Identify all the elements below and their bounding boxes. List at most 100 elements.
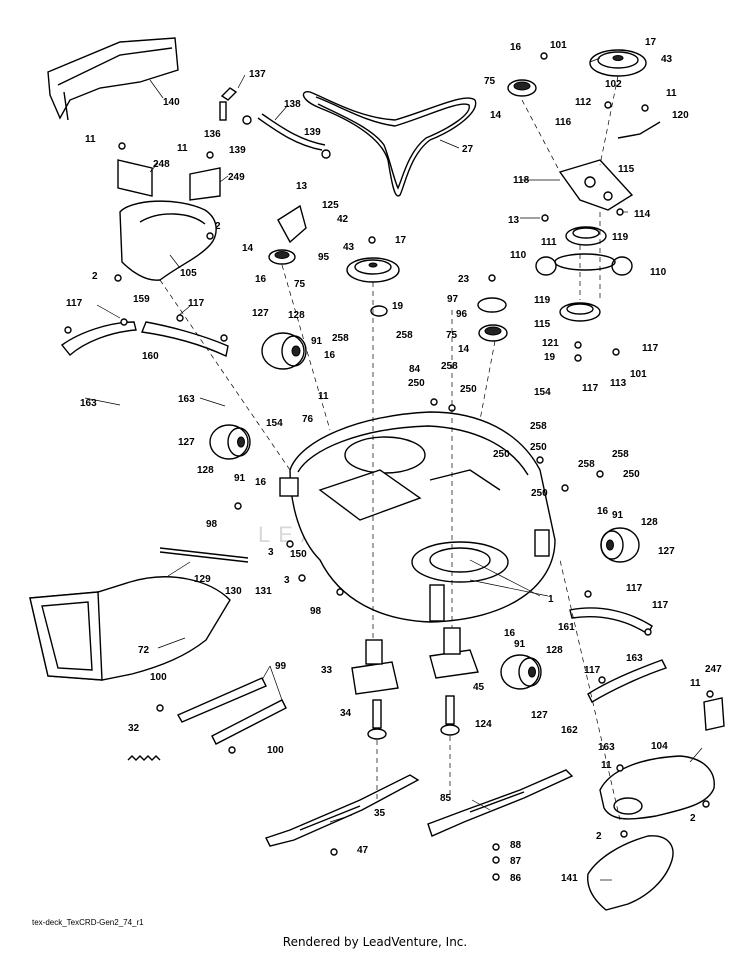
callout-137: 137 xyxy=(249,69,266,80)
callout-139-right: 139 xyxy=(304,127,321,138)
callout-98-lower: 98 xyxy=(310,606,322,617)
callout-101-bottom: 101 xyxy=(630,369,647,380)
callout-118: 118 xyxy=(513,175,530,186)
shield-141[interactable] xyxy=(587,835,674,911)
gear-119-bottom[interactable] xyxy=(559,302,601,322)
spindle-pulley-43-center[interactable] xyxy=(346,257,400,283)
drive-belt-27[interactable] xyxy=(302,91,477,197)
callout-128-right: 128 xyxy=(641,517,658,528)
spindle-housing-45[interactable] xyxy=(429,627,479,679)
callout-34: 34 xyxy=(340,708,352,719)
baffle-162[interactable] xyxy=(587,659,667,703)
callout-128-upper: 128 xyxy=(288,310,305,321)
gear-110-right[interactable] xyxy=(611,256,633,276)
belt-guard-140[interactable] xyxy=(47,37,179,121)
callout-115-top: 115 xyxy=(618,164,635,175)
idler-pulley-75-top[interactable] xyxy=(507,79,537,97)
callout-250-d: 250 xyxy=(493,449,510,460)
callout-98-upper: 98 xyxy=(206,519,218,530)
callout-33: 33 xyxy=(321,665,333,676)
callout-14-mid: 14 xyxy=(458,344,470,355)
callout-129: 129 xyxy=(194,574,211,585)
callout-114: 114 xyxy=(634,209,651,220)
gauge-wheel-128-right[interactable] xyxy=(600,527,640,563)
callout-16-center: 16 xyxy=(255,274,267,285)
callout-250-e: 250 xyxy=(623,469,640,480)
gauge-wheel-128-lower[interactable] xyxy=(500,654,542,690)
callout-110-left: 110 xyxy=(510,250,527,261)
callout-14-center: 14 xyxy=(242,243,254,254)
callout-117-right: 117 xyxy=(642,343,659,354)
callout-43-center: 43 xyxy=(343,242,355,253)
callout-160: 160 xyxy=(142,351,159,362)
idler-pulley-43-top[interactable] xyxy=(589,49,647,77)
callout-128-left: 128 xyxy=(197,465,214,476)
callout-117-baffle-left: 117 xyxy=(66,298,83,309)
baffle-161[interactable] xyxy=(569,607,653,636)
callout-163-mid-right: 163 xyxy=(626,653,643,664)
spindle-shaft-124[interactable] xyxy=(440,695,460,736)
callout-120: 120 xyxy=(672,110,689,121)
callout-102: 102 xyxy=(605,79,622,90)
grease-fitting-136-137[interactable] xyxy=(219,87,238,121)
render-credit: Rendered by LeadVenture, Inc. xyxy=(282,935,468,949)
callout-16-right-wheel: 16 xyxy=(597,506,609,517)
callout-117-baffle-162: 117 xyxy=(584,665,601,676)
spring-32[interactable] xyxy=(127,755,161,761)
callout-75-center: 75 xyxy=(294,279,306,290)
spindle-housing-33[interactable] xyxy=(351,639,399,695)
spindle-shaft-34[interactable] xyxy=(367,699,387,740)
callout-19-right: 19 xyxy=(544,352,556,363)
callout-104: 104 xyxy=(651,741,668,752)
gear-119-top[interactable] xyxy=(565,226,607,246)
gear-belt-111[interactable] xyxy=(554,253,616,271)
bearing-19-center[interactable] xyxy=(370,305,388,317)
callout-42: 42 xyxy=(337,214,349,225)
lift-rod-129[interactable] xyxy=(159,547,249,563)
callout-19-center: 19 xyxy=(392,301,404,312)
gauge-wheel-128-left[interactable] xyxy=(209,424,251,460)
lift-link-99-lower[interactable] xyxy=(211,699,287,745)
hose-138[interactable] xyxy=(242,113,331,159)
callout-99: 99 xyxy=(275,661,287,672)
callout-3-lower: 3 xyxy=(284,575,290,586)
bracket-247[interactable] xyxy=(703,697,725,731)
gear-110-left[interactable] xyxy=(535,256,557,276)
callout-100-upper: 100 xyxy=(150,672,167,683)
idler-arm-120[interactable] xyxy=(617,121,661,139)
callout-116: 116 xyxy=(555,117,572,128)
mower-deck-1[interactable] xyxy=(279,411,556,623)
belt-cover-105[interactable] xyxy=(119,200,217,281)
baffle-159[interactable] xyxy=(60,321,137,357)
callout-100-lower: 100 xyxy=(267,745,284,756)
idler-pulley-97[interactable] xyxy=(477,297,507,313)
idler-bracket-118[interactable] xyxy=(558,159,634,211)
callout-248: 248 xyxy=(153,159,170,170)
callout-43-top: 43 xyxy=(661,54,673,65)
lift-link-99-upper[interactable] xyxy=(177,677,267,723)
callout-250-c: 250 xyxy=(530,442,547,453)
hardware-fasteners xyxy=(64,52,714,881)
deck-bracket-249[interactable] xyxy=(189,167,221,201)
discharge-chute-72[interactable] xyxy=(29,576,231,681)
callout-162: 162 xyxy=(561,725,578,736)
callout-95: 95 xyxy=(318,252,330,263)
callout-91-upper: 91 xyxy=(311,336,323,347)
deck-bracket-248[interactable] xyxy=(117,159,153,197)
callout-258-c: 258 xyxy=(441,361,458,372)
callout-249: 249 xyxy=(228,172,245,183)
gauge-wheel-128-upper[interactable] xyxy=(261,332,307,370)
callout-150: 150 xyxy=(290,549,307,560)
callout-2-cover-right: 2 xyxy=(690,813,696,824)
callout-119-bottom: 119 xyxy=(534,295,551,306)
idler-bracket-125[interactable] xyxy=(268,204,307,265)
belt-cover-104[interactable] xyxy=(599,755,715,820)
callout-45: 45 xyxy=(473,682,485,693)
callout-32: 32 xyxy=(128,723,140,734)
callout-17-top: 17 xyxy=(645,37,657,48)
idler-pulley-75-mid[interactable] xyxy=(478,324,508,342)
callout-154-left: 154 xyxy=(266,418,283,429)
callout-86: 86 xyxy=(510,873,522,884)
callout-138: 138 xyxy=(284,99,301,110)
blade-35[interactable] xyxy=(265,774,420,847)
